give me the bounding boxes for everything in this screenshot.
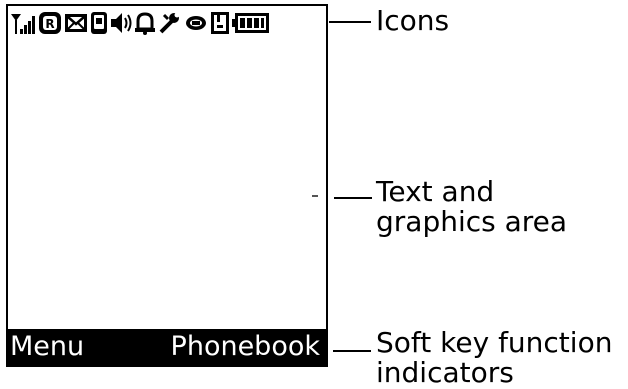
message-envelope-icon bbox=[64, 10, 88, 36]
link-icon bbox=[184, 10, 208, 36]
phone-handset-icon bbox=[90, 10, 108, 36]
roaming-icon: R bbox=[38, 10, 62, 36]
softkey-right-phonebook[interactable]: Phonebook bbox=[170, 331, 320, 362]
status-icon-bar: R bbox=[10, 8, 326, 38]
softkey-bar: Menu Phonebook bbox=[8, 329, 326, 365]
svg-text:R: R bbox=[45, 17, 54, 31]
callout-tick-text-area bbox=[312, 195, 318, 197]
callout-line-icons bbox=[329, 21, 371, 23]
callout-label-softkeys: Soft key function indicators bbox=[376, 328, 612, 388]
callout-softkeys-line2: indicators bbox=[376, 356, 514, 389]
callout-line-softkeys bbox=[333, 350, 371, 352]
softkey-left-menu[interactable]: Menu bbox=[10, 331, 85, 362]
callout-softkeys-line1: Soft key function bbox=[376, 326, 613, 359]
phone-screen: R bbox=[6, 4, 328, 367]
callout-text-icons: Icons bbox=[376, 4, 450, 37]
callout-text-area-line1: Text and bbox=[376, 175, 495, 208]
callout-label-icons: Icons bbox=[376, 6, 449, 36]
tools-icon bbox=[158, 10, 182, 36]
callout-text-area-line2: graphics area bbox=[376, 205, 568, 238]
callout-label-text-area: Text and graphics area bbox=[376, 177, 567, 237]
alarm-bell-icon bbox=[134, 10, 156, 36]
battery-icon bbox=[232, 10, 270, 36]
memory-card-icon bbox=[210, 10, 230, 36]
text-graphics-area bbox=[8, 40, 326, 329]
signal-strength-icon bbox=[10, 10, 36, 36]
callout-line-text-area bbox=[334, 197, 372, 199]
speaker-volume-icon bbox=[110, 10, 132, 36]
